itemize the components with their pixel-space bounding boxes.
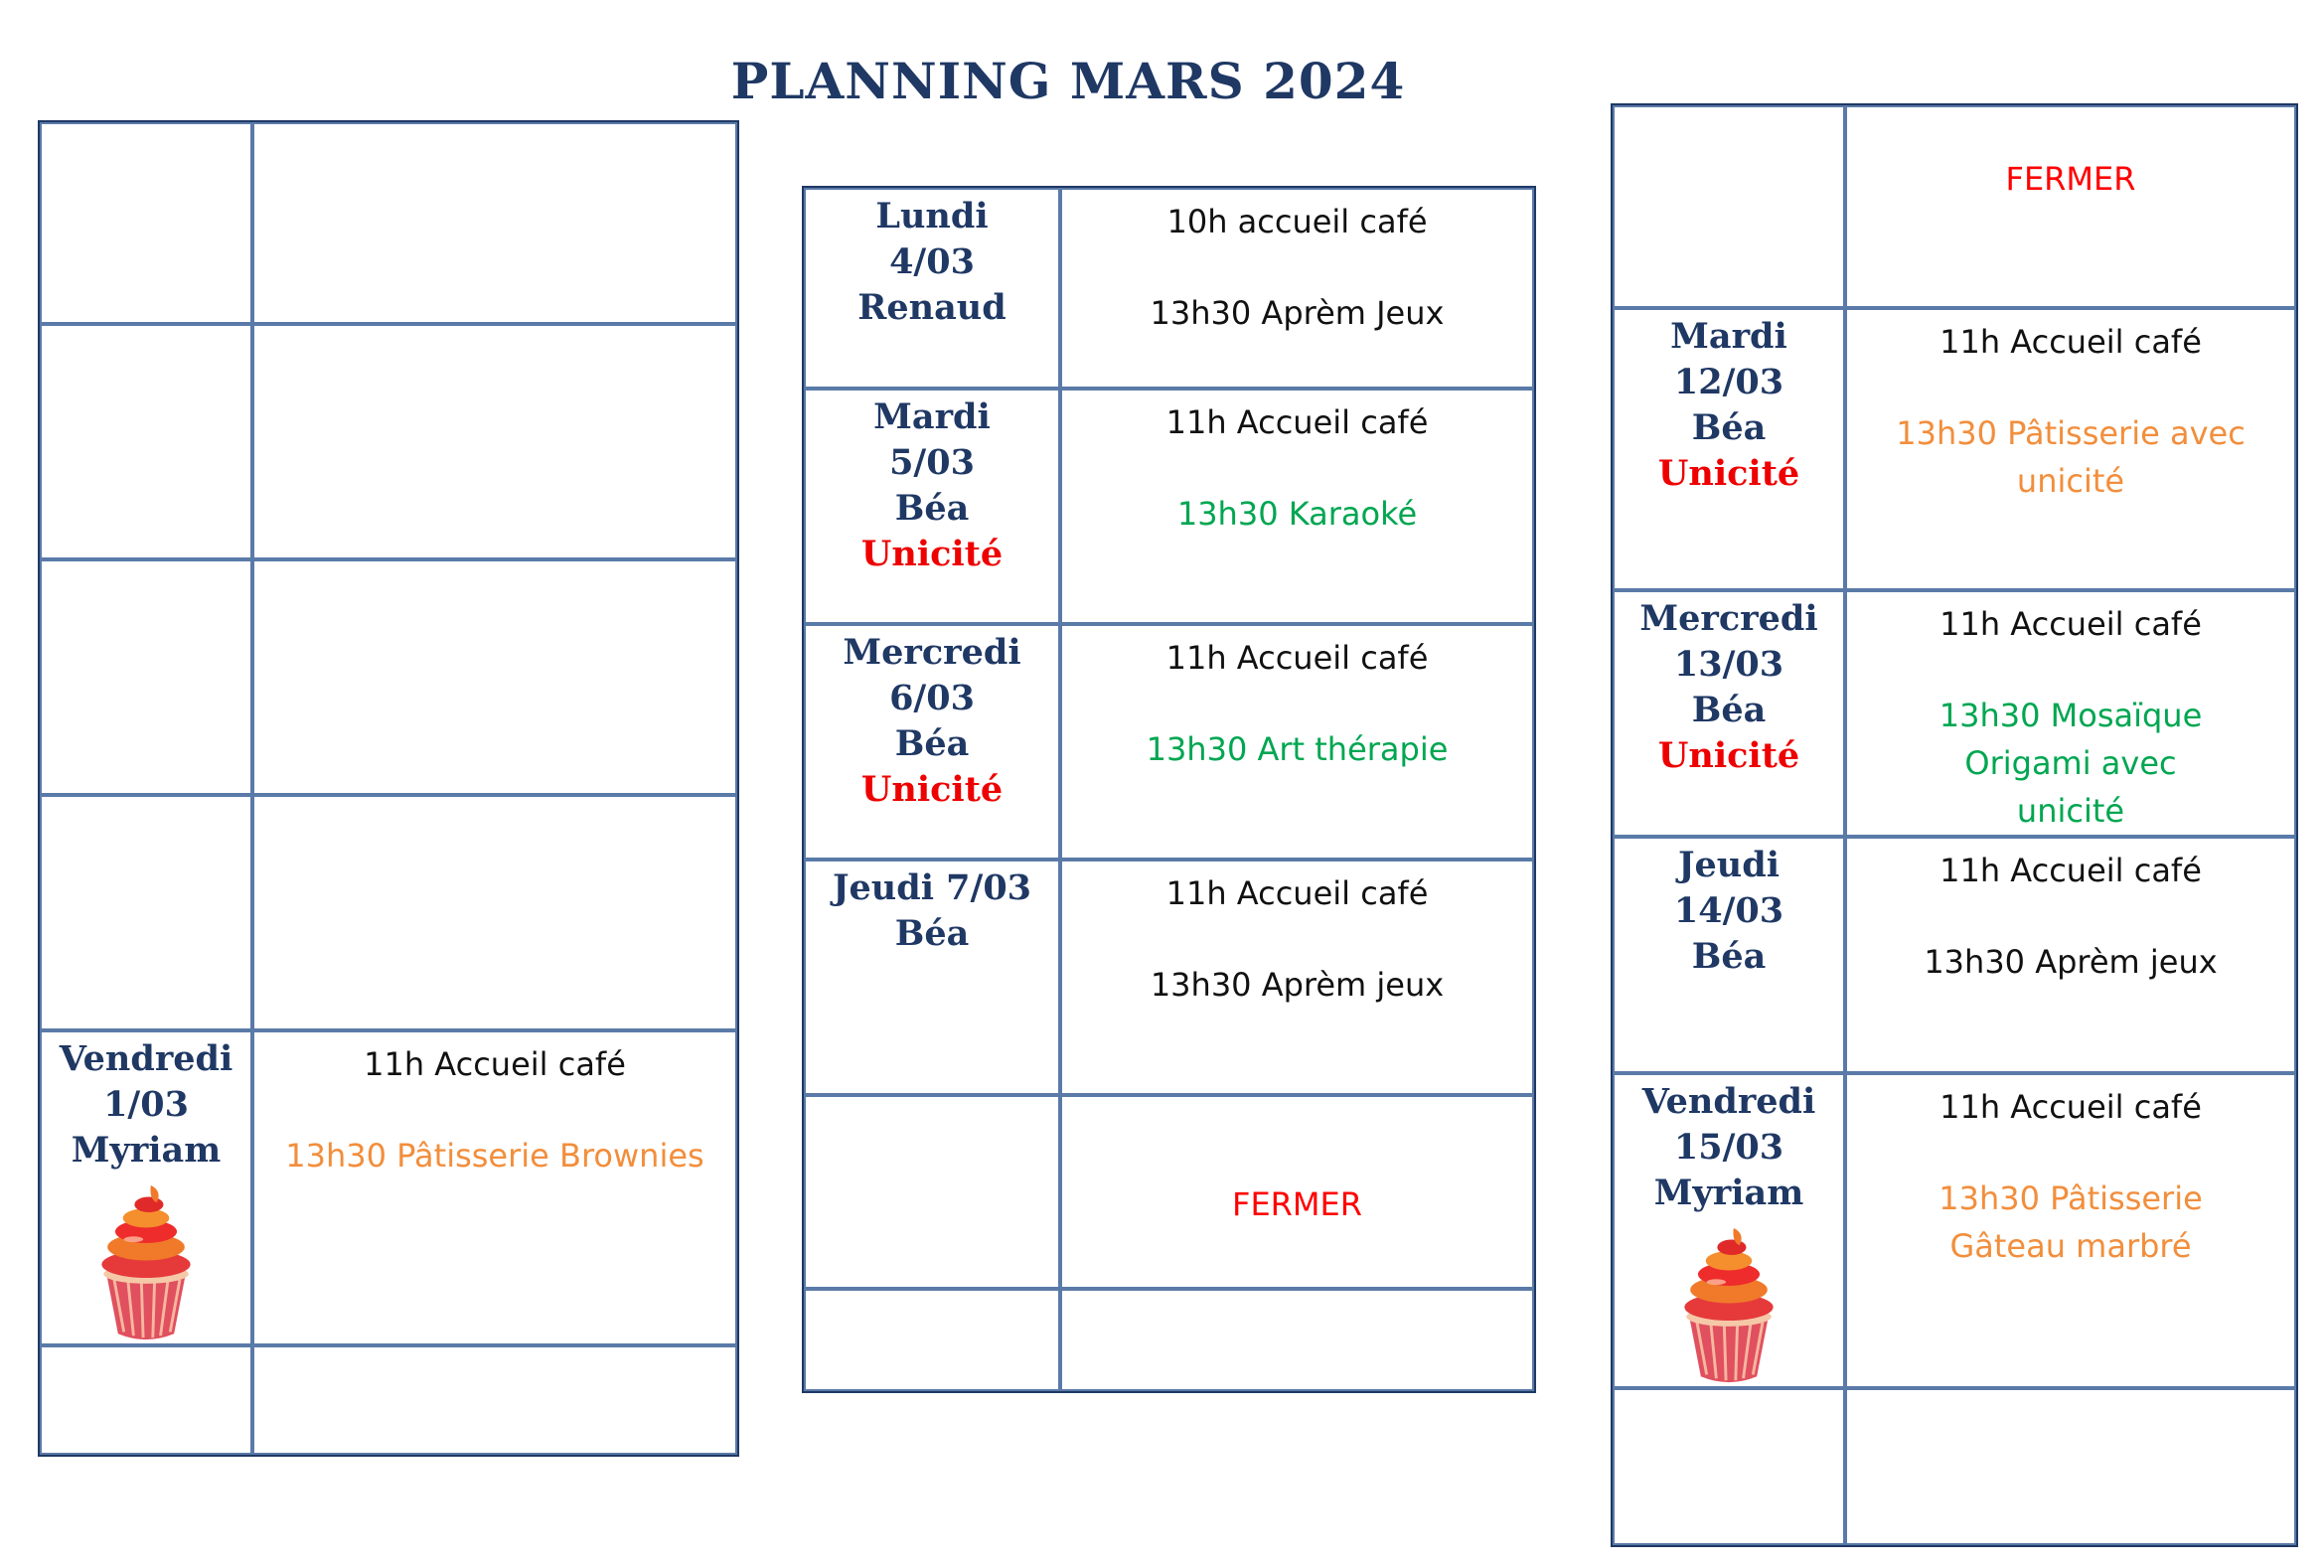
day-cell-thursday: Jeudi 14/03 Béa [1613, 837, 1845, 1073]
accueil-text: 11h Accueil café [1165, 403, 1429, 441]
accueil-text: 11h Accueil café [1939, 605, 2202, 643]
activity-text: 13h30 Pâtisserie avec unicité [1896, 414, 2246, 500]
cupcake-icon [91, 1179, 201, 1343]
day-cell-empty [1613, 1388, 1845, 1545]
activity-text: 13h30 Aprèm jeux [1150, 966, 1445, 1004]
accueil-text: 11h Accueil café [1939, 323, 2202, 361]
day-name: Mercredi [1639, 598, 1818, 639]
schedule-table-week-2: Lundi 4/03 Renaud 10h accueil café 13h30… [802, 186, 1536, 1393]
staff-name: Béa [894, 488, 970, 529]
day-date: 6/03 [889, 678, 975, 718]
accueil-text: 11h Accueil café [1939, 852, 2202, 889]
staff-name: Béa [1691, 407, 1767, 448]
accueil-text: 11h Accueil café [364, 1045, 626, 1083]
closed-status: FERMER [2005, 160, 2136, 198]
activity-cell-monday-closed: FERMER [1845, 105, 2296, 308]
day-name: Lundi [875, 196, 989, 236]
day-name: Jeudi [1677, 845, 1781, 885]
staff-name: Renaud [857, 287, 1007, 328]
day-cell-friday: Vendredi 15/03 Myriam [1613, 1073, 1845, 1388]
day-name: Mardi [873, 396, 991, 437]
page-title: PLANNING MARS 2024 [730, 52, 1406, 110]
day-date: 15/03 [1673, 1127, 1784, 1168]
activity-cell-monday: 10h accueil café 13h30 Aprèm Jeux [1060, 188, 1534, 389]
activity-cell-empty [252, 1345, 737, 1455]
accueil-text: 11h Accueil café [1165, 639, 1429, 677]
staff-name: Béa [1691, 690, 1767, 730]
day-date: 4/03 [889, 241, 975, 282]
activity-text: 13h30 Karaoké [1176, 495, 1418, 533]
day-cell-monday: Lundi 4/03 Renaud [804, 188, 1060, 389]
activity-cell-thursday: 11h Accueil café 13h30 Aprèm jeux [1060, 860, 1534, 1095]
activity-text: 13h30 Pâtisserie Gâteau marbré [1938, 1179, 2203, 1265]
partner-name: Unicité [860, 769, 1004, 810]
activity-cell-friday: 11h Accueil café 13h30 Pâtisserie Gâteau… [1845, 1073, 2296, 1388]
activity-cell-empty [252, 795, 737, 1030]
staff-name: Myriam [1653, 1173, 1804, 1213]
activity-cell-wednesday: 11h Accueil café 13h30 Mosaïque Origami … [1845, 590, 2296, 837]
activity-text: 13h30 Aprèm jeux [1924, 943, 2218, 981]
day-name: Jeudi 7/03 [832, 867, 1032, 908]
day-cell-empty [40, 559, 252, 795]
staff-name: Béa [894, 913, 970, 954]
accueil-text: 11h Accueil café [1939, 1088, 2202, 1126]
day-cell-monday-closed [1613, 105, 1845, 308]
day-date: 5/03 [889, 442, 975, 483]
day-date: 12/03 [1673, 362, 1784, 402]
activity-cell-tuesday: 11h Accueil café 13h30 Karaoké [1060, 389, 1534, 624]
day-name: Vendredi [1641, 1081, 1816, 1122]
partner-name: Unicité [1657, 735, 1800, 776]
activity-cell-friday-1: 11h Accueil café 13h30 Pâtisserie Browni… [252, 1030, 737, 1345]
day-cell-empty [40, 795, 252, 1030]
day-date: 13/03 [1673, 644, 1784, 685]
closed-status: FERMER [1232, 1184, 1362, 1223]
activity-cell-empty [1060, 1289, 1534, 1391]
day-name: Vendredi [59, 1038, 233, 1079]
schedule-table-week-1: Vendredi 1/03 Myriam 11h Accueil café 13… [38, 120, 739, 1457]
day-cell-wednesday: Mercredi 13/03 Béa Unicité [1613, 590, 1845, 837]
cupcake-icon [1674, 1222, 1783, 1386]
day-date: 14/03 [1673, 890, 1784, 931]
schedule-table-week-3: FERMER Mardi 12/03 Béa Unicité 11h Accue… [1611, 103, 2298, 1547]
day-name: Mercredi [843, 632, 1021, 673]
partner-name: Unicité [860, 534, 1004, 574]
activity-text: 13h30 Art thérapie [1146, 730, 1449, 768]
day-cell-empty [40, 122, 252, 324]
partner-name: Unicité [1657, 453, 1800, 494]
day-cell-wednesday: Mercredi 6/03 Béa Unicité [804, 624, 1060, 860]
accueil-text: 10h accueil café [1166, 203, 1428, 240]
day-name: Mardi [1670, 316, 1787, 357]
staff-name: Béa [1691, 936, 1767, 977]
day-cell-friday-1: Vendredi 1/03 Myriam [40, 1030, 252, 1345]
staff-name: Myriam [71, 1130, 222, 1171]
activity-cell-empty [252, 324, 737, 559]
day-cell-empty [40, 1345, 252, 1455]
activity-cell-tuesday: 11h Accueil café 13h30 Pâtisserie avec u… [1845, 308, 2296, 590]
day-cell-empty [40, 324, 252, 559]
day-cell-thursday: Jeudi 7/03 Béa [804, 860, 1060, 1095]
day-cell-tuesday: Mardi 12/03 Béa Unicité [1613, 308, 1845, 590]
activity-text: 13h30 Aprèm Jeux [1150, 294, 1445, 332]
activity-text: 13h30 Pâtisserie Brownies [285, 1137, 704, 1175]
activity-cell-wednesday: 11h Accueil café 13h30 Art thérapie [1060, 624, 1534, 860]
activity-cell-empty [1845, 1388, 2296, 1545]
activity-cell-empty [252, 559, 737, 795]
day-cell-empty [804, 1289, 1060, 1391]
activity-cell-friday-closed: FERMER [1060, 1095, 1534, 1289]
day-cell-friday-closed [804, 1095, 1060, 1289]
accueil-text: 11h Accueil café [1165, 874, 1429, 912]
staff-name: Béa [894, 723, 970, 764]
day-cell-tuesday: Mardi 5/03 Béa Unicité [804, 389, 1060, 624]
activity-cell-thursday: 11h Accueil café 13h30 Aprèm jeux [1845, 837, 2296, 1073]
activity-text: 13h30 Mosaïque Origami avec unicité [1938, 697, 2203, 830]
activity-cell-empty [252, 122, 737, 324]
day-date: 1/03 [103, 1084, 189, 1125]
